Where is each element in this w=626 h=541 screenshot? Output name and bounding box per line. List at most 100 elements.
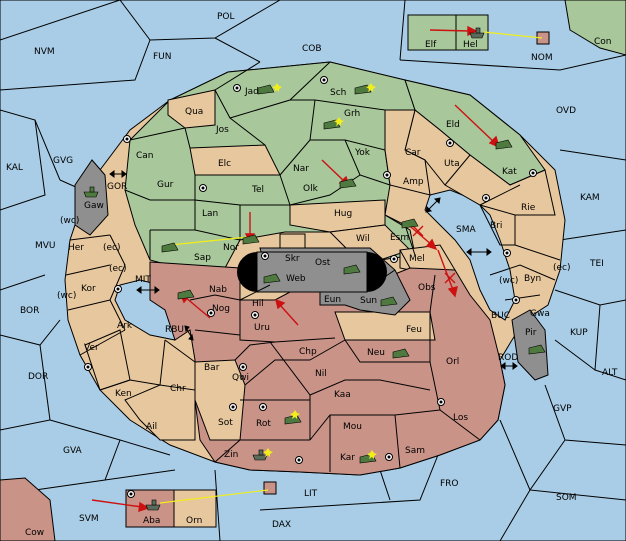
landmass-cow (0, 477, 56, 541)
supply-center-icon (233, 84, 241, 92)
coast-label: (wc) (60, 216, 79, 226)
territory-label: Qua (185, 107, 203, 117)
tan-territory-labels: Car Eld Uta Kat Amp Rie Bri Hug Wil Byn … (68, 120, 550, 526)
territory-label: Eld (446, 120, 460, 130)
territory-label: Kaa (334, 390, 351, 400)
support-line-icon (169, 236, 249, 246)
supply-center-icon (261, 252, 269, 260)
sea-label: SVM (79, 514, 99, 524)
sea-label: FUN (153, 52, 172, 62)
double-arrow-icon (425, 197, 441, 213)
sea-label: OVD (556, 106, 576, 116)
territory-label: Hil (252, 299, 264, 309)
army-icon (161, 242, 179, 253)
territory-label: Yok (354, 148, 371, 158)
territory-label: Uru (254, 323, 270, 333)
supply-center-icon (251, 311, 259, 319)
territory-label: Sch (330, 88, 346, 98)
territory-label: Chr (170, 384, 186, 394)
army-icon (263, 273, 281, 284)
territory-label: Tel (251, 185, 264, 195)
sea-label: KUP (570, 328, 588, 338)
sea-label: NVM (34, 47, 55, 57)
territory-label: Orn (186, 516, 202, 526)
sea-label: COB (302, 44, 322, 54)
territory-label: Sot (218, 418, 233, 428)
sea-label: SOM (556, 493, 577, 503)
army-icon (343, 264, 361, 275)
fleet-icon (469, 27, 485, 39)
supply-centers (84, 76, 537, 498)
territory-label: Lan (202, 209, 218, 219)
move-arrow-icon (274, 298, 299, 326)
territory-label: Ost (315, 258, 331, 268)
army-icon (359, 450, 377, 464)
fleet-icon (83, 186, 99, 198)
fleet-icon (145, 499, 161, 511)
supply-center-icon (127, 490, 135, 498)
supply-center-icon (385, 453, 393, 461)
territory-label: Nog (212, 304, 230, 314)
territory-label: Nab (209, 285, 227, 295)
territory-label: Gwa (530, 309, 550, 319)
territory-label: Her (68, 243, 84, 253)
territory-label: Pir (525, 328, 537, 338)
territory-label: Amp (403, 177, 424, 187)
coast-label: (wc) (57, 291, 76, 301)
territory-label: Elc (218, 159, 231, 169)
coast-labels: (wc) (ec) (ec) (wc) (wc) (ec) (57, 216, 571, 301)
territory-label: Rie (521, 203, 536, 213)
sea-label: BOR (20, 306, 39, 316)
territory-label: Olk (303, 184, 319, 194)
move-arrow-icon (437, 249, 458, 298)
connection-arrows (109, 170, 518, 370)
sea-label: BUC (491, 311, 510, 321)
supply-center-icon (512, 296, 520, 304)
coast-label: (ec) (109, 264, 127, 274)
territory-label: Mel (409, 254, 425, 264)
sea-label: DOR (28, 372, 48, 382)
territory-label: Skr (285, 254, 300, 264)
supply-center-icon (295, 456, 303, 464)
army-icon (242, 234, 260, 245)
sea-label: POL (217, 12, 235, 22)
territory-label: Gaw (84, 201, 104, 211)
army-icon (323, 117, 344, 130)
supply-center-icon (84, 363, 92, 371)
army-icon (284, 410, 302, 425)
territory-label: Hug (334, 209, 352, 219)
army-icon (528, 344, 546, 355)
army-icon (495, 139, 513, 150)
sea-label: GVA (63, 446, 83, 456)
failed-move-icon (412, 225, 424, 237)
supply-center-icon (229, 403, 237, 411)
territory-label: Neu (367, 348, 385, 358)
red-territory-labels: Web Ost Nab Nog Hil Sun Obs Uru Chp Neu … (143, 258, 468, 526)
territory-label: Nil (315, 369, 327, 379)
territory-label: Hel (463, 40, 478, 50)
territory-pir (511, 309, 549, 381)
coast-label: (ec) (103, 243, 121, 253)
territory-label: Ark (117, 321, 133, 331)
territory-label: Byn (524, 274, 541, 284)
supply-center-icon (503, 249, 511, 257)
double-arrow-icon (500, 362, 518, 370)
sea-label: TEI (589, 259, 604, 269)
territory-label: Feu (406, 325, 422, 335)
army-icon (177, 289, 195, 300)
territory-label: Orl (446, 357, 459, 367)
sea-label: ALT (602, 368, 618, 378)
supply-center-icon (199, 184, 207, 192)
coast-label: (wc) (499, 276, 518, 286)
green-territory-labels: Jad Sch Grh Qua Jos Can Yok Elc Nar Tel … (136, 40, 478, 263)
army-icon (380, 296, 398, 307)
territory-label: Obs (418, 283, 436, 293)
sea-label: KAM (580, 193, 600, 203)
territory-label: Can (136, 151, 154, 161)
supply-center-icon (259, 403, 267, 411)
sea-label: GVG (53, 156, 73, 166)
territory-label: Esm (390, 233, 409, 243)
territory-label: Wil (356, 234, 370, 244)
supply-center-icon (239, 363, 247, 371)
